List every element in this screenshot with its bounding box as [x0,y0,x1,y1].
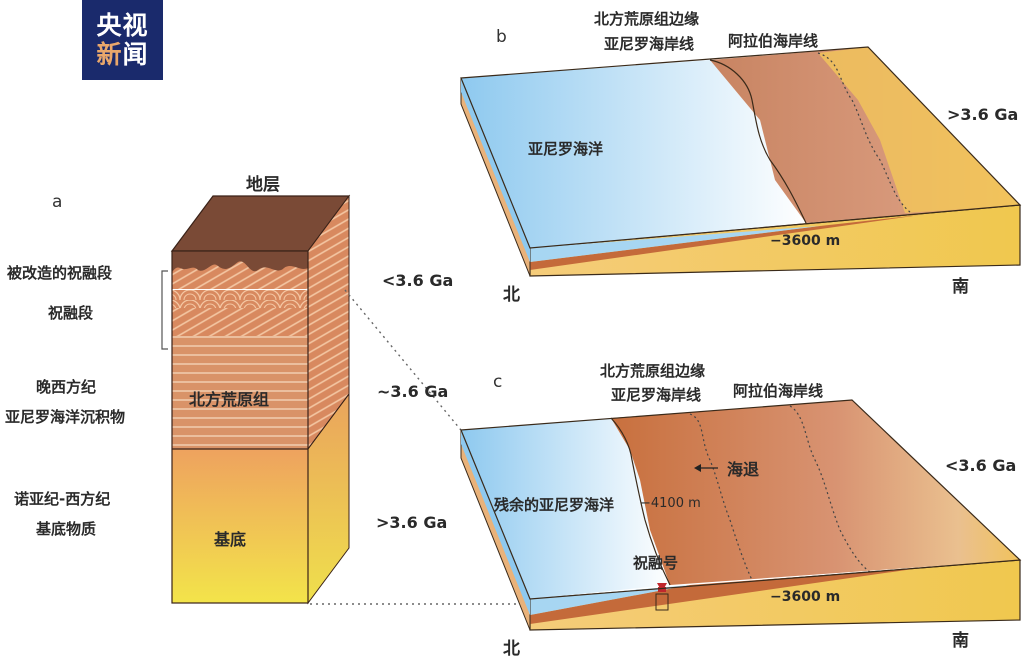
panel-c-remnant-ocean: 残余的亚尼罗海洋 [494,496,615,514]
panel-b-ocean-label: 亚尼罗海洋 [528,140,604,158]
panel-c-coast1-line1: 北方荒原组边缘 [600,362,706,380]
age-top: <3.6 Ga [382,271,454,290]
zhurong-bracket [161,270,168,350]
age-bottom: >3.6 Ga [376,513,448,532]
panel-b-age: >3.6 Ga [947,105,1019,124]
panel-c-age: <3.6 Ga [945,456,1017,475]
strata-title: 地层 [246,175,280,195]
panel-c-south: 南 [952,631,969,651]
zhurong-label: 祝融段 [48,304,94,322]
panel-c-regression: 海退 [727,460,760,479]
rover-label: 祝融号 [633,554,679,572]
panel-b-label: b [496,27,507,47]
panel-b-arabia-coast: 阿拉伯海岸线 [728,32,819,50]
panel-a-label: a [52,192,63,212]
age-middle: ~3.6 Ga [377,382,449,401]
cctv-news-logo: 央视 新闻 [82,0,163,80]
panel-c-north: 北 [503,639,520,659]
panel-b-north: 北 [503,285,520,305]
logo-line1: 央视 [96,11,149,40]
logo-line2: 新闻 [96,40,149,69]
noachian-hesperian-label: 诺亚纪-西方纪 [14,490,111,508]
vastitas-borealis-label: 北方荒原组 [189,390,270,409]
late-hesperian-label: 晚西方纪 [36,378,97,396]
panel-c-arabia-coast: 阿拉伯海岸线 [733,382,824,400]
panel-c-deep-depth: −4100 m [640,496,701,511]
basement-label: 基底 [214,530,247,549]
panel-c-coast1-line2: 亚尼罗海岸线 [611,386,702,404]
basement-material-label: 基底物质 [36,520,97,538]
panel-b-block [460,46,1022,277]
panel-b-coast1-line2: 亚尼罗海岸线 [604,35,695,53]
panel-c-depth: −3600 m [770,589,841,605]
modified-zhurong-label: 被改造的祝融段 [7,264,113,282]
panel-b-south: 南 [952,277,969,297]
panel-b-depth: −3600 m [770,233,841,249]
stratigraphic-column [170,194,351,605]
panel-b-coast1-line1: 北方荒原组边缘 [594,10,700,28]
panel-c-block [460,399,1022,631]
utopia-sediments-label: 亚尼罗海洋沉积物 [5,408,126,426]
panel-c-label: c [493,372,503,392]
